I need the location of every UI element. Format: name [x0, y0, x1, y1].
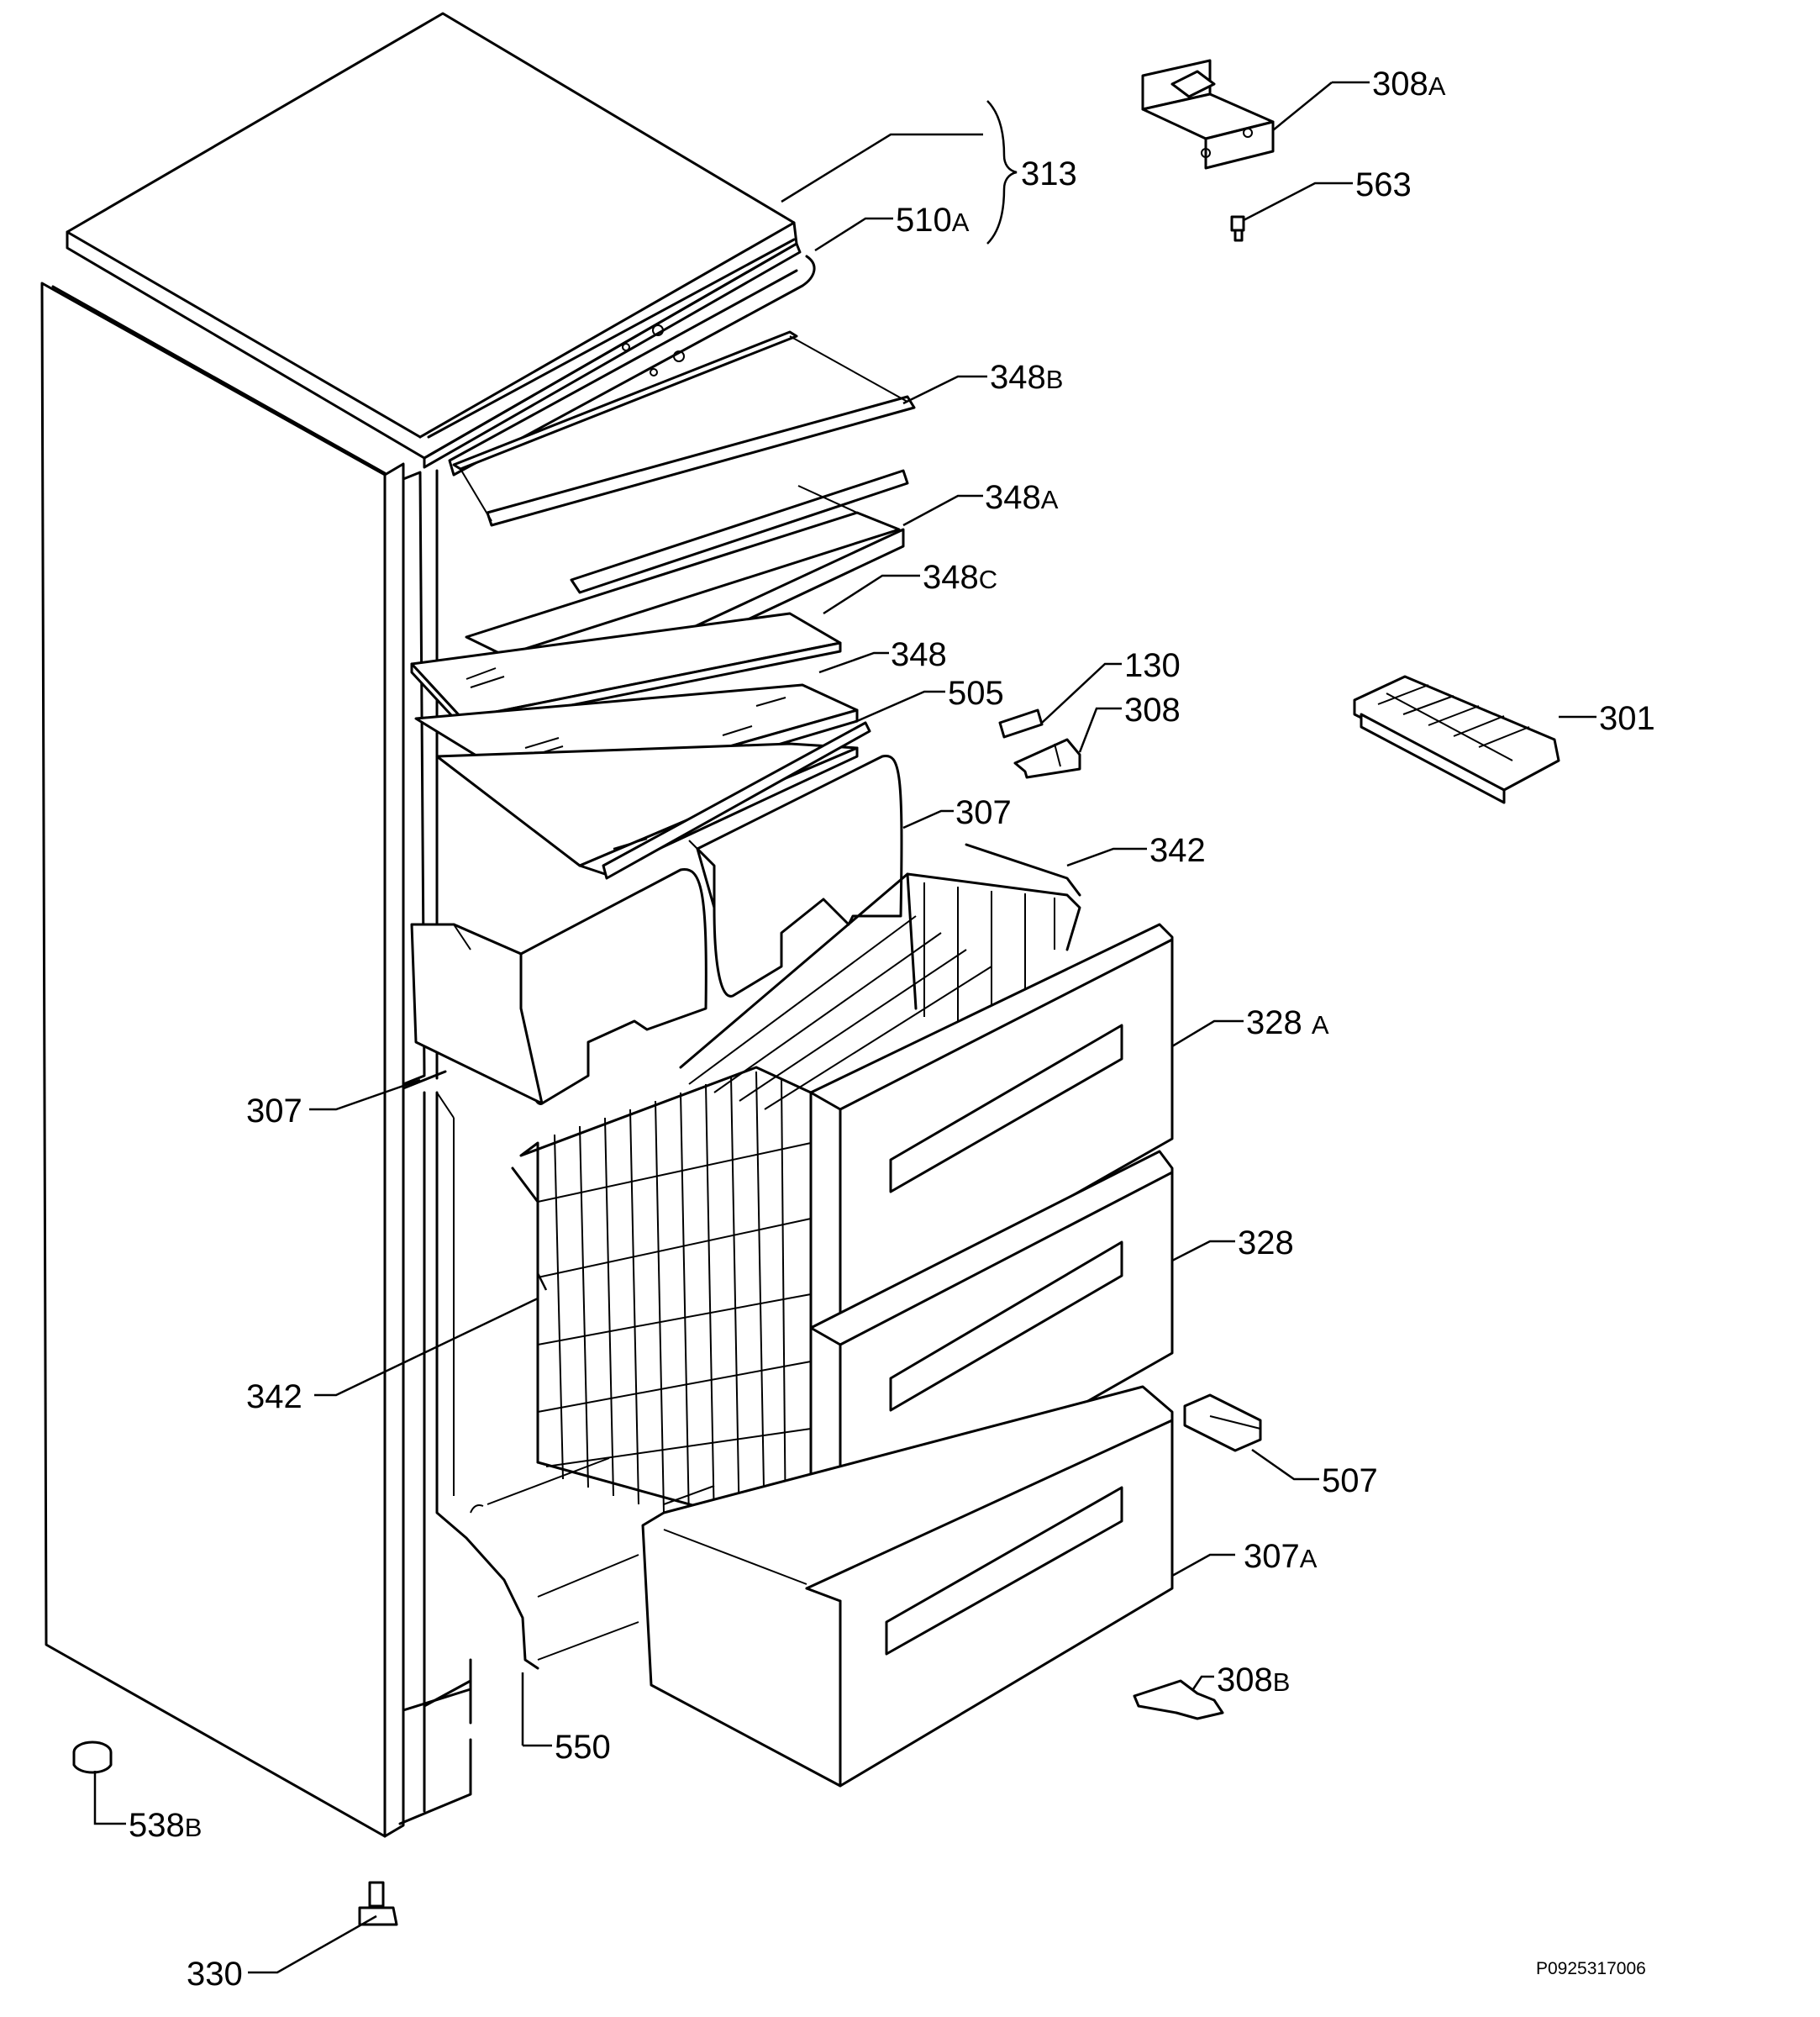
hinge-507 — [1183, 1393, 1262, 1452]
label-348: 348 — [891, 636, 947, 673]
door-bin-307-left — [410, 867, 707, 1105]
door-bin-307-right — [688, 754, 903, 998]
label-348c: 348C — [923, 559, 997, 596]
label-307-right: 307 — [955, 794, 1012, 831]
ice-cube-tray-301 — [1353, 675, 1560, 804]
label-313: 313 — [1021, 155, 1077, 192]
label-308: 308 — [1124, 692, 1181, 729]
label-563: 563 — [1355, 166, 1412, 203]
trim-strip-505 — [602, 721, 871, 880]
label-328a: 328 A — [1246, 1004, 1329, 1041]
wire-basket-lower — [511, 1066, 813, 1540]
leveling-foot-330 — [358, 1881, 398, 1926]
cabinet-body — [40, 282, 715, 1838]
leveling-foot-538b — [72, 1741, 113, 1774]
label-130: 130 — [1124, 647, 1181, 684]
label-301: 301 — [1599, 700, 1655, 737]
screw-563 — [1230, 215, 1245, 242]
hinge-cover-130 — [998, 708, 1044, 739]
label-505: 505 — [948, 675, 1004, 712]
label-348b: 348B — [990, 359, 1063, 396]
label-550: 550 — [555, 1729, 611, 1766]
hinge-308b — [1133, 1679, 1224, 1720]
label-348a: 348A — [985, 479, 1059, 516]
leader-lines — [93, 81, 1596, 1974]
hinge-308 — [1013, 738, 1081, 779]
label-307-left: 307 — [246, 1093, 302, 1130]
top-cover — [66, 12, 816, 477]
diagram-code: P0925317006 — [1536, 1959, 1646, 1978]
label-308b: 308B — [1217, 1662, 1290, 1698]
label-308a: 308A — [1372, 66, 1446, 103]
label-342-top: 342 — [1149, 832, 1206, 869]
label-510a: 510A — [896, 202, 970, 239]
drawer-307a — [641, 1385, 1174, 1788]
bracket-308a — [1141, 59, 1275, 170]
wire-basket-upper — [679, 843, 1081, 1110]
label-307a: 307A — [1244, 1538, 1318, 1575]
label-328: 328 — [1238, 1224, 1294, 1261]
label-330: 330 — [187, 1956, 243, 1993]
label-538b: 538B — [129, 1807, 202, 1844]
label-507: 507 — [1322, 1462, 1378, 1499]
callout-labels: 308A 563 313 510A 348B 348A 348C 348 505… — [129, 66, 1655, 1993]
label-342-left: 342 — [246, 1378, 302, 1415]
shelf-348b — [452, 330, 916, 594]
